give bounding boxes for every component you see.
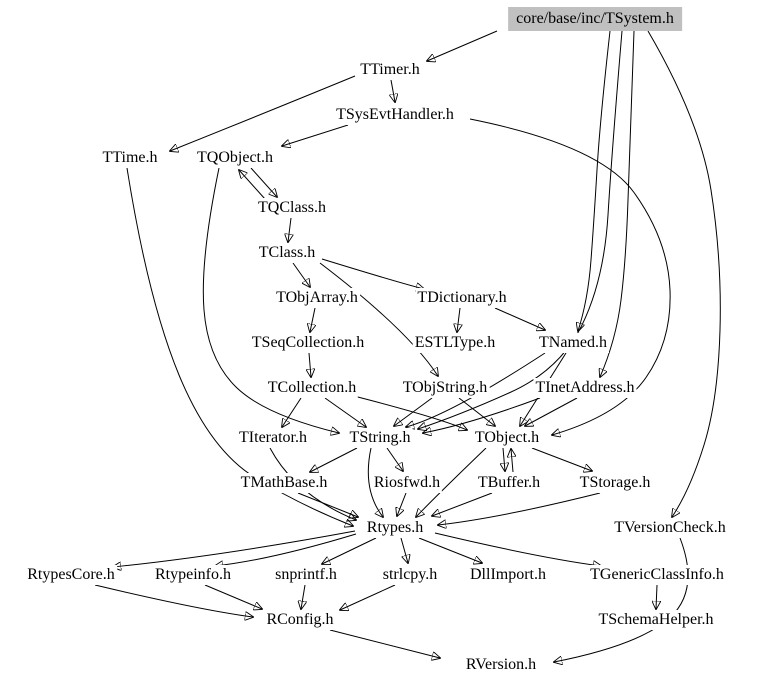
node-tinetaddress[interactable]: TInetAddress.h bbox=[533, 378, 637, 398]
node-tnamed[interactable]: TNamed.h bbox=[537, 333, 609, 353]
node-titerator[interactable]: TIterator.h bbox=[237, 428, 309, 448]
node-rtypes[interactable]: Rtypes.h bbox=[364, 518, 426, 538]
node-tqclass[interactable]: TQClass.h bbox=[256, 198, 328, 218]
edge-tbuffer-rtypes bbox=[432, 492, 493, 516]
edge-tcollection-tobject bbox=[349, 394, 467, 430]
edge-strlcpy-rconfig bbox=[340, 584, 396, 610]
edge-rtypes-snprintf bbox=[322, 537, 377, 564]
edge-tinetaddress-tobject bbox=[525, 397, 578, 426]
edge-tqobject-tstring bbox=[202, 167, 339, 433]
node-ttimer[interactable]: TTimer.h bbox=[358, 60, 422, 80]
edge-tqobject-tqclass bbox=[250, 167, 277, 197]
edge-tstring-rtypes bbox=[367, 447, 383, 517]
node-rversion[interactable]: RVersion.h bbox=[463, 655, 539, 675]
node-tschemahelper[interactable]: TSchemaHelper.h bbox=[596, 610, 716, 630]
edge-tstring-riosfwd bbox=[386, 447, 403, 471]
edge-tobjstring-tstring bbox=[394, 397, 433, 426]
edge-rtypeinfo-rconfig bbox=[204, 584, 262, 609]
edge-tsystem-tnamed bbox=[578, 30, 611, 331]
node-riosfwd[interactable]: Riosfwd.h bbox=[371, 473, 443, 493]
edge-tdictionary-estltype bbox=[457, 307, 460, 332]
edge-tsystem-tinetaddress bbox=[600, 30, 635, 377]
node-tqobject[interactable]: TQObject.h bbox=[195, 148, 275, 168]
edge-tclass-tobjstring bbox=[319, 262, 438, 376]
node-tseqcollection[interactable]: TSeqCollection.h bbox=[249, 333, 367, 353]
edge-tclass-tdictionary bbox=[321, 258, 424, 289]
edge-tbuffer-tobject bbox=[511, 449, 513, 473]
node-tsysevthandler[interactable]: TSysEvtHandler.h bbox=[334, 105, 456, 125]
edge-tobjarray-tseqcollection bbox=[310, 307, 315, 332]
node-tversioncheck[interactable]: TVersionCheck.h bbox=[612, 518, 728, 538]
edge-tstring-tmathbase bbox=[310, 447, 358, 472]
edge-tsysevthandler-tqobject bbox=[282, 124, 349, 146]
edge-rtypes-strlcpy bbox=[400, 537, 408, 563]
edge-tobjstring-tobject bbox=[458, 397, 495, 426]
edge-tgenericclassinfo-tschemahelper bbox=[656, 584, 657, 609]
node-strlcpy[interactable]: strlcpy.h bbox=[380, 565, 440, 585]
edge-tcollection-titerator bbox=[282, 397, 302, 427]
edge-tseqcollection-tcollection bbox=[309, 352, 311, 377]
edge-ttimer-tsysevthandler bbox=[391, 79, 395, 102]
node-estltype[interactable]: ESTLType.h bbox=[412, 333, 498, 353]
node-tobjarray[interactable]: TObjArray.h bbox=[274, 288, 360, 308]
edge-tmathbase-rtypes bbox=[297, 492, 358, 517]
node-rconfig[interactable]: RConfig.h bbox=[264, 610, 336, 630]
edge-rtypescore-rconfig bbox=[94, 584, 253, 617]
edge-tqclass-tqobject bbox=[239, 170, 266, 200]
node-rtypescore[interactable]: RtypesCore.h bbox=[25, 565, 117, 585]
node-tclass[interactable]: TClass.h bbox=[256, 243, 318, 263]
node-tmathbase[interactable]: TMathBase.h bbox=[238, 473, 330, 493]
edge-rtypes-rtypeinfo bbox=[215, 533, 357, 566]
node-tobject[interactable]: TObject.h bbox=[472, 428, 542, 448]
edge-tdictionary-tnamed bbox=[494, 307, 545, 330]
edge-ttimer-ttime bbox=[170, 75, 356, 151]
node-ttime[interactable]: TTime.h bbox=[100, 148, 160, 168]
edge-tobject-tbuffer bbox=[503, 447, 505, 471]
edge-snprintf-rconfig bbox=[301, 584, 305, 609]
edge-tstorage-rtypes bbox=[438, 492, 601, 525]
edge-tinetaddress-tstring bbox=[423, 397, 541, 433]
edge-rconfig-rversion bbox=[329, 629, 440, 658]
edge-riosfwd-rtypes bbox=[397, 492, 407, 516]
node-tstorage[interactable]: TStorage.h bbox=[577, 473, 653, 493]
edge-rtypes-tgenericclassinfo bbox=[434, 532, 601, 566]
node-tgenericclassinfo[interactable]: TGenericClassInfo.h bbox=[588, 565, 726, 585]
edge-tsystem-ttimer bbox=[427, 30, 498, 61]
edge-rtypes-rtypescore bbox=[113, 530, 356, 567]
node-tcollection[interactable]: TCollection.h bbox=[265, 378, 359, 398]
edge-tsystem-tversioncheck bbox=[647, 30, 721, 517]
node-tstring[interactable]: TString.h bbox=[347, 428, 413, 448]
node-dllimport[interactable]: DllImport.h bbox=[468, 565, 548, 585]
edge-tclass-tobjarray bbox=[292, 262, 310, 287]
edge-tsystem-tstring bbox=[418, 30, 623, 429]
node-rtypeinfo[interactable]: Rtypeinfo.h bbox=[153, 565, 233, 585]
node-tdictionary[interactable]: TDictionary.h bbox=[415, 288, 509, 308]
node-tsystem: core/base/inc/TSystem.h bbox=[508, 7, 682, 31]
edge-rtypes-dllimport bbox=[418, 537, 482, 563]
node-snprintf[interactable]: snprintf.h bbox=[273, 565, 339, 585]
node-tbuffer[interactable]: TBuffer.h bbox=[475, 473, 543, 493]
node-tobjstring[interactable]: TObjString.h bbox=[400, 378, 490, 398]
edge-tqclass-tclass bbox=[288, 217, 291, 242]
edge-tcollection-tstring bbox=[324, 397, 366, 427]
edge-tversioncheck-rversion bbox=[554, 537, 689, 662]
edge-ttime-rtypes bbox=[126, 167, 353, 526]
edge-tnamed-tstring bbox=[406, 352, 546, 427]
edge-tobject-tstorage bbox=[531, 447, 592, 471]
